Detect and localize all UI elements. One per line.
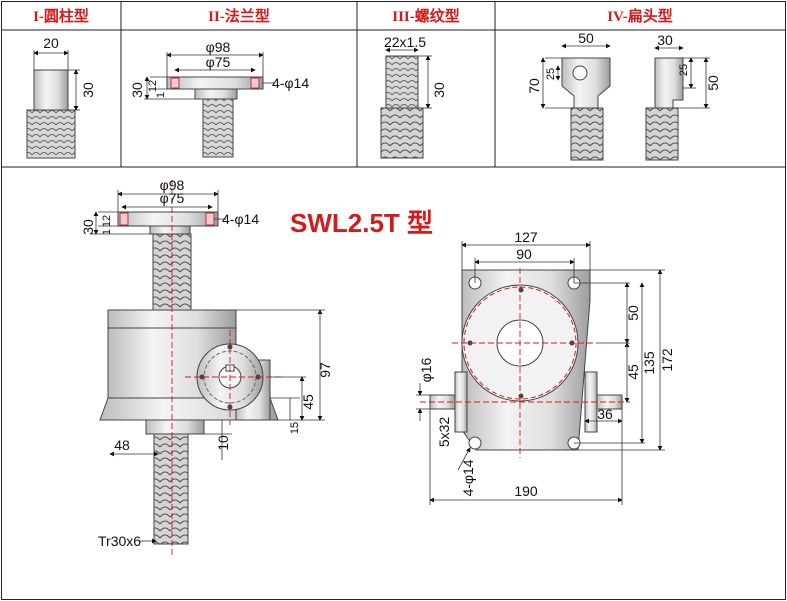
type2-thick-a: 12	[147, 80, 159, 92]
header-type3: III-螺纹型	[392, 7, 460, 25]
side-height-3: 135	[641, 351, 657, 375]
type2-height: 30	[129, 82, 145, 98]
front-base-height: 15	[289, 422, 301, 434]
front-base-width: 48	[114, 437, 130, 453]
front-view-drawing	[90, 180, 325, 555]
type2-holes: 4-φ14	[272, 75, 309, 91]
type3-height: 30	[431, 82, 447, 98]
type2-drawing	[144, 52, 275, 158]
front-holes: 4-φ14	[222, 211, 259, 227]
type4-height-a: 70	[526, 78, 542, 94]
side-top-width: 127	[514, 229, 538, 245]
side-shaft-length: 36	[597, 406, 613, 422]
front-screw-spec: Tr30x6	[98, 533, 141, 549]
side-shaft-dia: φ16	[418, 357, 434, 382]
side-hole-width: 90	[516, 246, 532, 262]
type2-inner-dia: φ75	[206, 54, 231, 70]
type1-height: 30	[80, 82, 96, 98]
type1-width: 20	[43, 35, 59, 51]
type2-outer-dia: φ98	[206, 39, 231, 55]
front-half-height: 45	[300, 394, 316, 410]
type4-height-b: 50	[705, 75, 721, 91]
front-inner-dia: φ75	[160, 190, 185, 206]
type3-thread: 22x1.5	[384, 34, 426, 50]
side-base-width: 190	[514, 483, 538, 499]
type3-drawing	[380, 47, 432, 159]
side-holes: 4-φ14	[460, 459, 476, 496]
side-height-4: 172	[659, 348, 675, 372]
front-flange-a: 12	[101, 215, 113, 227]
type4-drawing-a	[540, 43, 611, 161]
type4-thick-b: 25	[678, 64, 690, 76]
type4-width-a: 50	[578, 30, 594, 46]
type4-hole: 25	[545, 68, 557, 80]
front-flange-height: 30	[80, 219, 96, 235]
header-type2: II-法兰型	[208, 7, 270, 25]
side-key: 5x32	[436, 417, 452, 448]
front-total-height: 97	[317, 362, 333, 378]
side-height-1: 50	[625, 305, 641, 321]
model-title: SWL2.5T 型	[290, 208, 433, 238]
header-type4: IV-扁头型	[607, 7, 673, 25]
type4-drawing-b	[645, 45, 710, 161]
front-flange-b: 1	[101, 229, 113, 235]
type1-drawing	[26, 50, 80, 159]
front-outer-dia: φ98	[160, 177, 185, 193]
type4-width-b: 30	[657, 32, 673, 48]
side-height-2: 45	[625, 364, 641, 380]
front-gap: 10	[215, 435, 231, 451]
type2-thick-b: 1	[155, 92, 167, 98]
side-view-drawing	[416, 241, 665, 505]
header-type1: I-圆柱型	[33, 7, 89, 25]
